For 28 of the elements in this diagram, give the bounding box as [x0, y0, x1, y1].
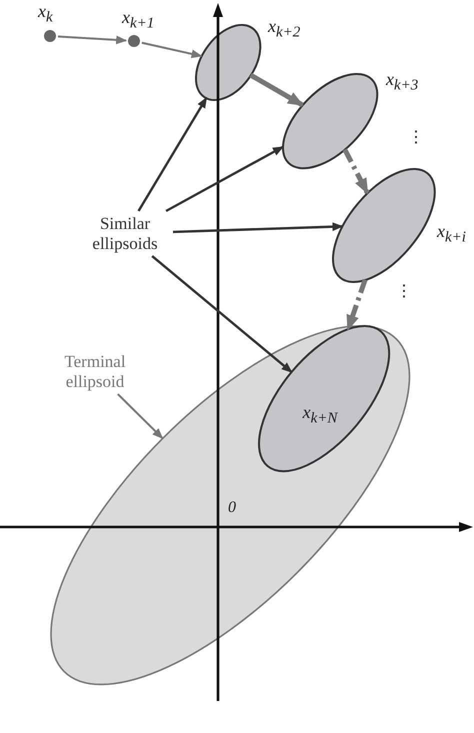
state-label: x$_{k+2}$	[268, 17, 300, 41]
arrow	[58, 35, 128, 44]
state-label: x$_{k+i}$	[437, 222, 466, 246]
point-marker	[44, 30, 56, 42]
annotation-text: Terminal ellipsoid	[40, 352, 150, 392]
arrow	[346, 278, 368, 332]
origin-label: 0	[228, 500, 236, 516]
arrow	[142, 42, 202, 58]
arrow	[138, 96, 208, 212]
ellipsis-dots: ⋮	[408, 130, 424, 146]
arrow	[342, 148, 370, 194]
arrow	[117, 393, 164, 439]
state-label: x$_{k+1}$	[122, 8, 154, 32]
ellipse	[196, 24, 260, 100]
ellipse	[333, 168, 435, 282]
arrow	[172, 222, 344, 234]
ellipse	[258, 326, 390, 472]
state-label: x$_{k}$	[38, 2, 53, 26]
arrow	[166, 146, 284, 212]
terminal-ellipse	[50, 326, 410, 684]
arrow	[151, 255, 293, 374]
point-marker	[128, 35, 140, 47]
annotation-text: Similar ellipsoids	[80, 214, 170, 254]
ellipse	[282, 74, 378, 168]
state-label: x$_{k+N}$	[302, 403, 338, 427]
ellipsis-dots: ⋮	[396, 284, 412, 300]
state-label: x$_{k+3}$	[386, 70, 418, 94]
arrow	[249, 72, 304, 108]
